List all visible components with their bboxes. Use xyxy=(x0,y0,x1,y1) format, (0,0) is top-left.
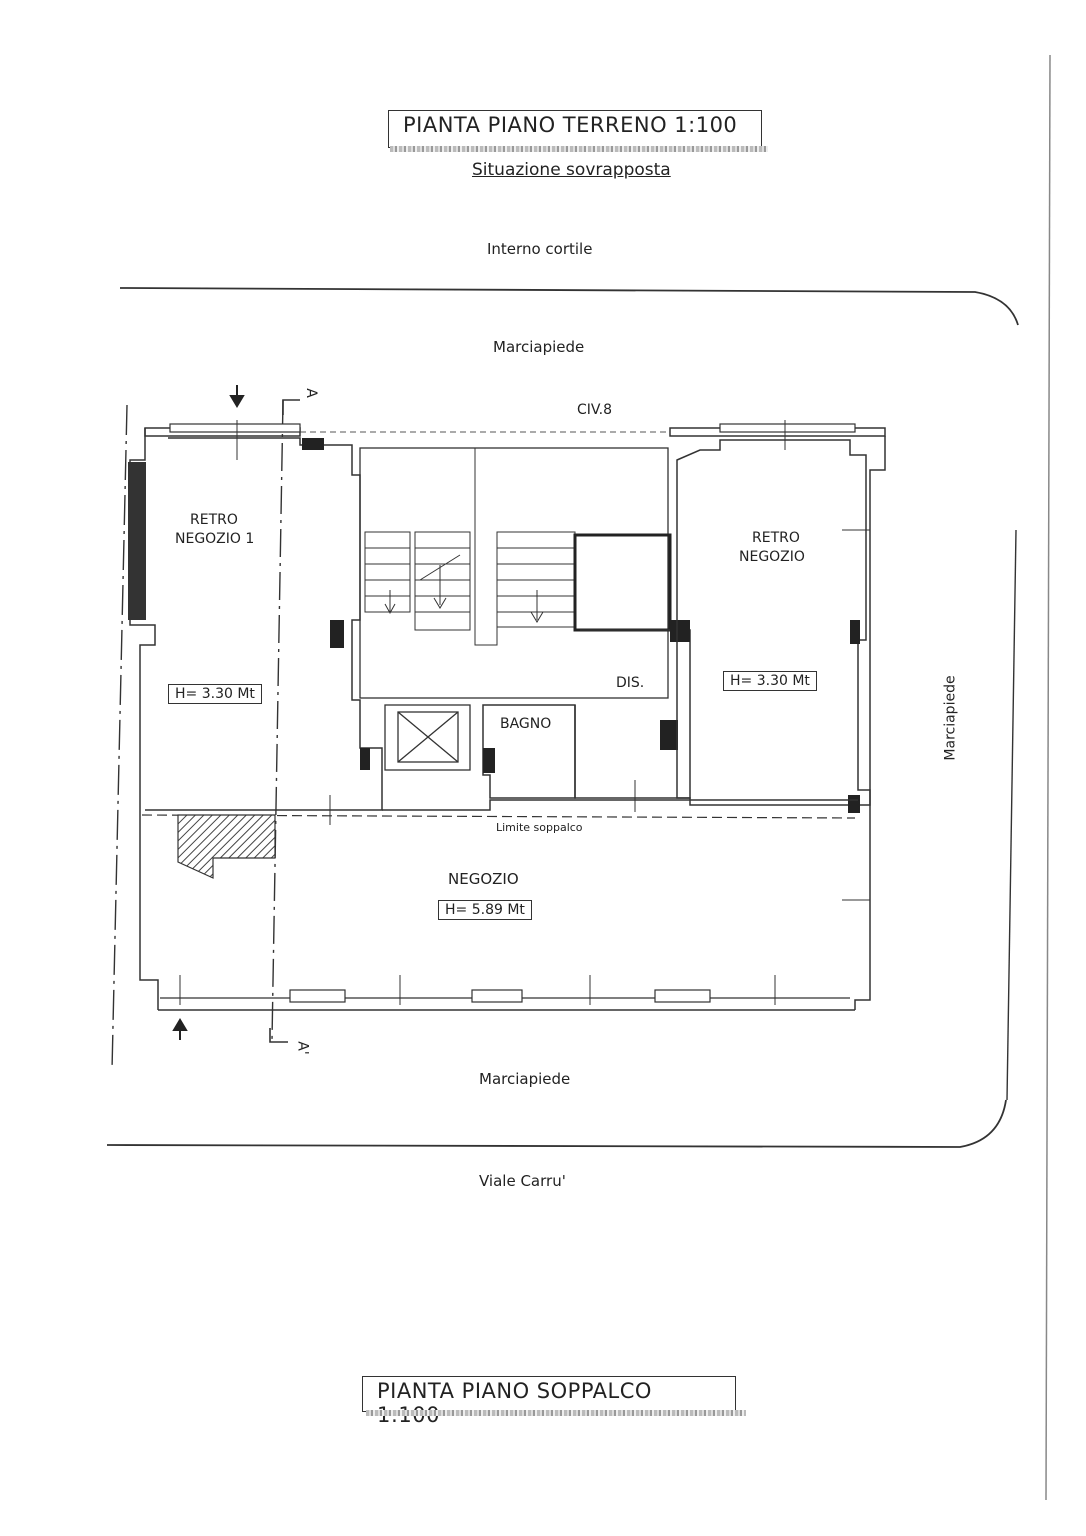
pilaster-elevator xyxy=(360,748,370,770)
tick-marks xyxy=(179,420,870,1005)
pilaster-right xyxy=(850,620,860,644)
room-retro-negozio-1-height: H= 3.30 Mt xyxy=(168,684,262,704)
arrow-down-icon xyxy=(229,385,245,408)
sidewalk-top-label: Marciapiede xyxy=(493,338,585,356)
mezzanine-title-shadow xyxy=(366,1410,746,1416)
pillar-bagno xyxy=(483,748,495,773)
section-marker-top xyxy=(282,399,300,415)
sidewalk-bottom-label: Marciapiede xyxy=(479,1070,571,1088)
room-dis-outline xyxy=(574,629,691,799)
room-bagno-label: BAGNO xyxy=(500,716,552,732)
courtyard-boundary xyxy=(119,287,1019,326)
arrow-up-icon xyxy=(172,1018,188,1040)
room-retro-negozio-height: H= 3.30 Mt xyxy=(723,671,817,691)
room-negozio-label: NEGOZIO xyxy=(448,870,519,888)
room-retro-negozio-1-outline xyxy=(145,437,383,811)
pilaster-left xyxy=(330,620,344,648)
section-marker-bottom xyxy=(269,1028,288,1043)
room-retro-negozio-1-label-1: RETRO xyxy=(190,512,238,528)
room-retro-negozio-label-1: RETRO xyxy=(752,530,800,546)
ground-floor-title: PIANTA PIANO TERRENO 1:100 xyxy=(388,110,762,148)
street-label: Viale Carru' xyxy=(479,1172,566,1190)
ground-floor-title-shadow xyxy=(390,146,768,152)
section-label-bottom: A' xyxy=(294,1041,311,1055)
mezzanine-limit-line xyxy=(141,814,856,819)
room-dis-label: DIS. xyxy=(616,675,645,691)
courtyard-label: Interno cortile xyxy=(487,240,593,258)
wall-corridor xyxy=(382,799,858,811)
ground-floor-title-text: PIANTA PIANO TERRENO 1:100 xyxy=(403,113,738,137)
wall-left-outer xyxy=(129,428,159,1010)
room-retro-negozio-outline xyxy=(676,439,871,806)
elevator-shaft xyxy=(384,704,471,771)
page-edge-line xyxy=(1045,54,1051,1501)
pillar-dis-top xyxy=(670,620,690,642)
mezzanine-title-text: PIANTA PIANO SOPPALCO 1:100 xyxy=(377,1379,652,1427)
wall-left-dark-section xyxy=(128,462,146,620)
stairs-right xyxy=(474,448,576,646)
mezzanine-title: PIANTA PIANO SOPPALCO 1:100 xyxy=(362,1376,736,1427)
windows-bottom xyxy=(289,989,711,1003)
room-retro-negozio-1-label-2: NEGOZIO 1 xyxy=(175,531,255,547)
street-boundary xyxy=(106,1099,1007,1148)
wall-right-outer xyxy=(854,436,886,1010)
pillar-top-left xyxy=(302,438,324,450)
stairs-left xyxy=(364,531,471,631)
section-line-mid xyxy=(271,399,284,1041)
room-retro-negozio-label-2: NEGOZIO xyxy=(739,549,805,565)
hatched-stair xyxy=(177,814,276,879)
room-closet-outline xyxy=(573,533,672,632)
sidewalk-right-label: Marciapiede xyxy=(942,675,959,761)
section-label-top: A xyxy=(302,388,319,398)
windows-top xyxy=(169,423,856,433)
civic-number: CIV.8 xyxy=(577,402,613,418)
stairwell-outline xyxy=(359,447,669,699)
mezzanine-limit-label: Limite soppalco xyxy=(496,821,583,834)
right-sidewalk-line xyxy=(1006,529,1017,1101)
pillar-right-bottom xyxy=(848,795,860,813)
pillar-dis-right xyxy=(660,720,678,750)
room-negozio-height: H= 5.89 Mt xyxy=(438,900,532,920)
subtitle: Situazione sovrapposta xyxy=(472,160,671,180)
section-line-left xyxy=(111,404,128,1071)
